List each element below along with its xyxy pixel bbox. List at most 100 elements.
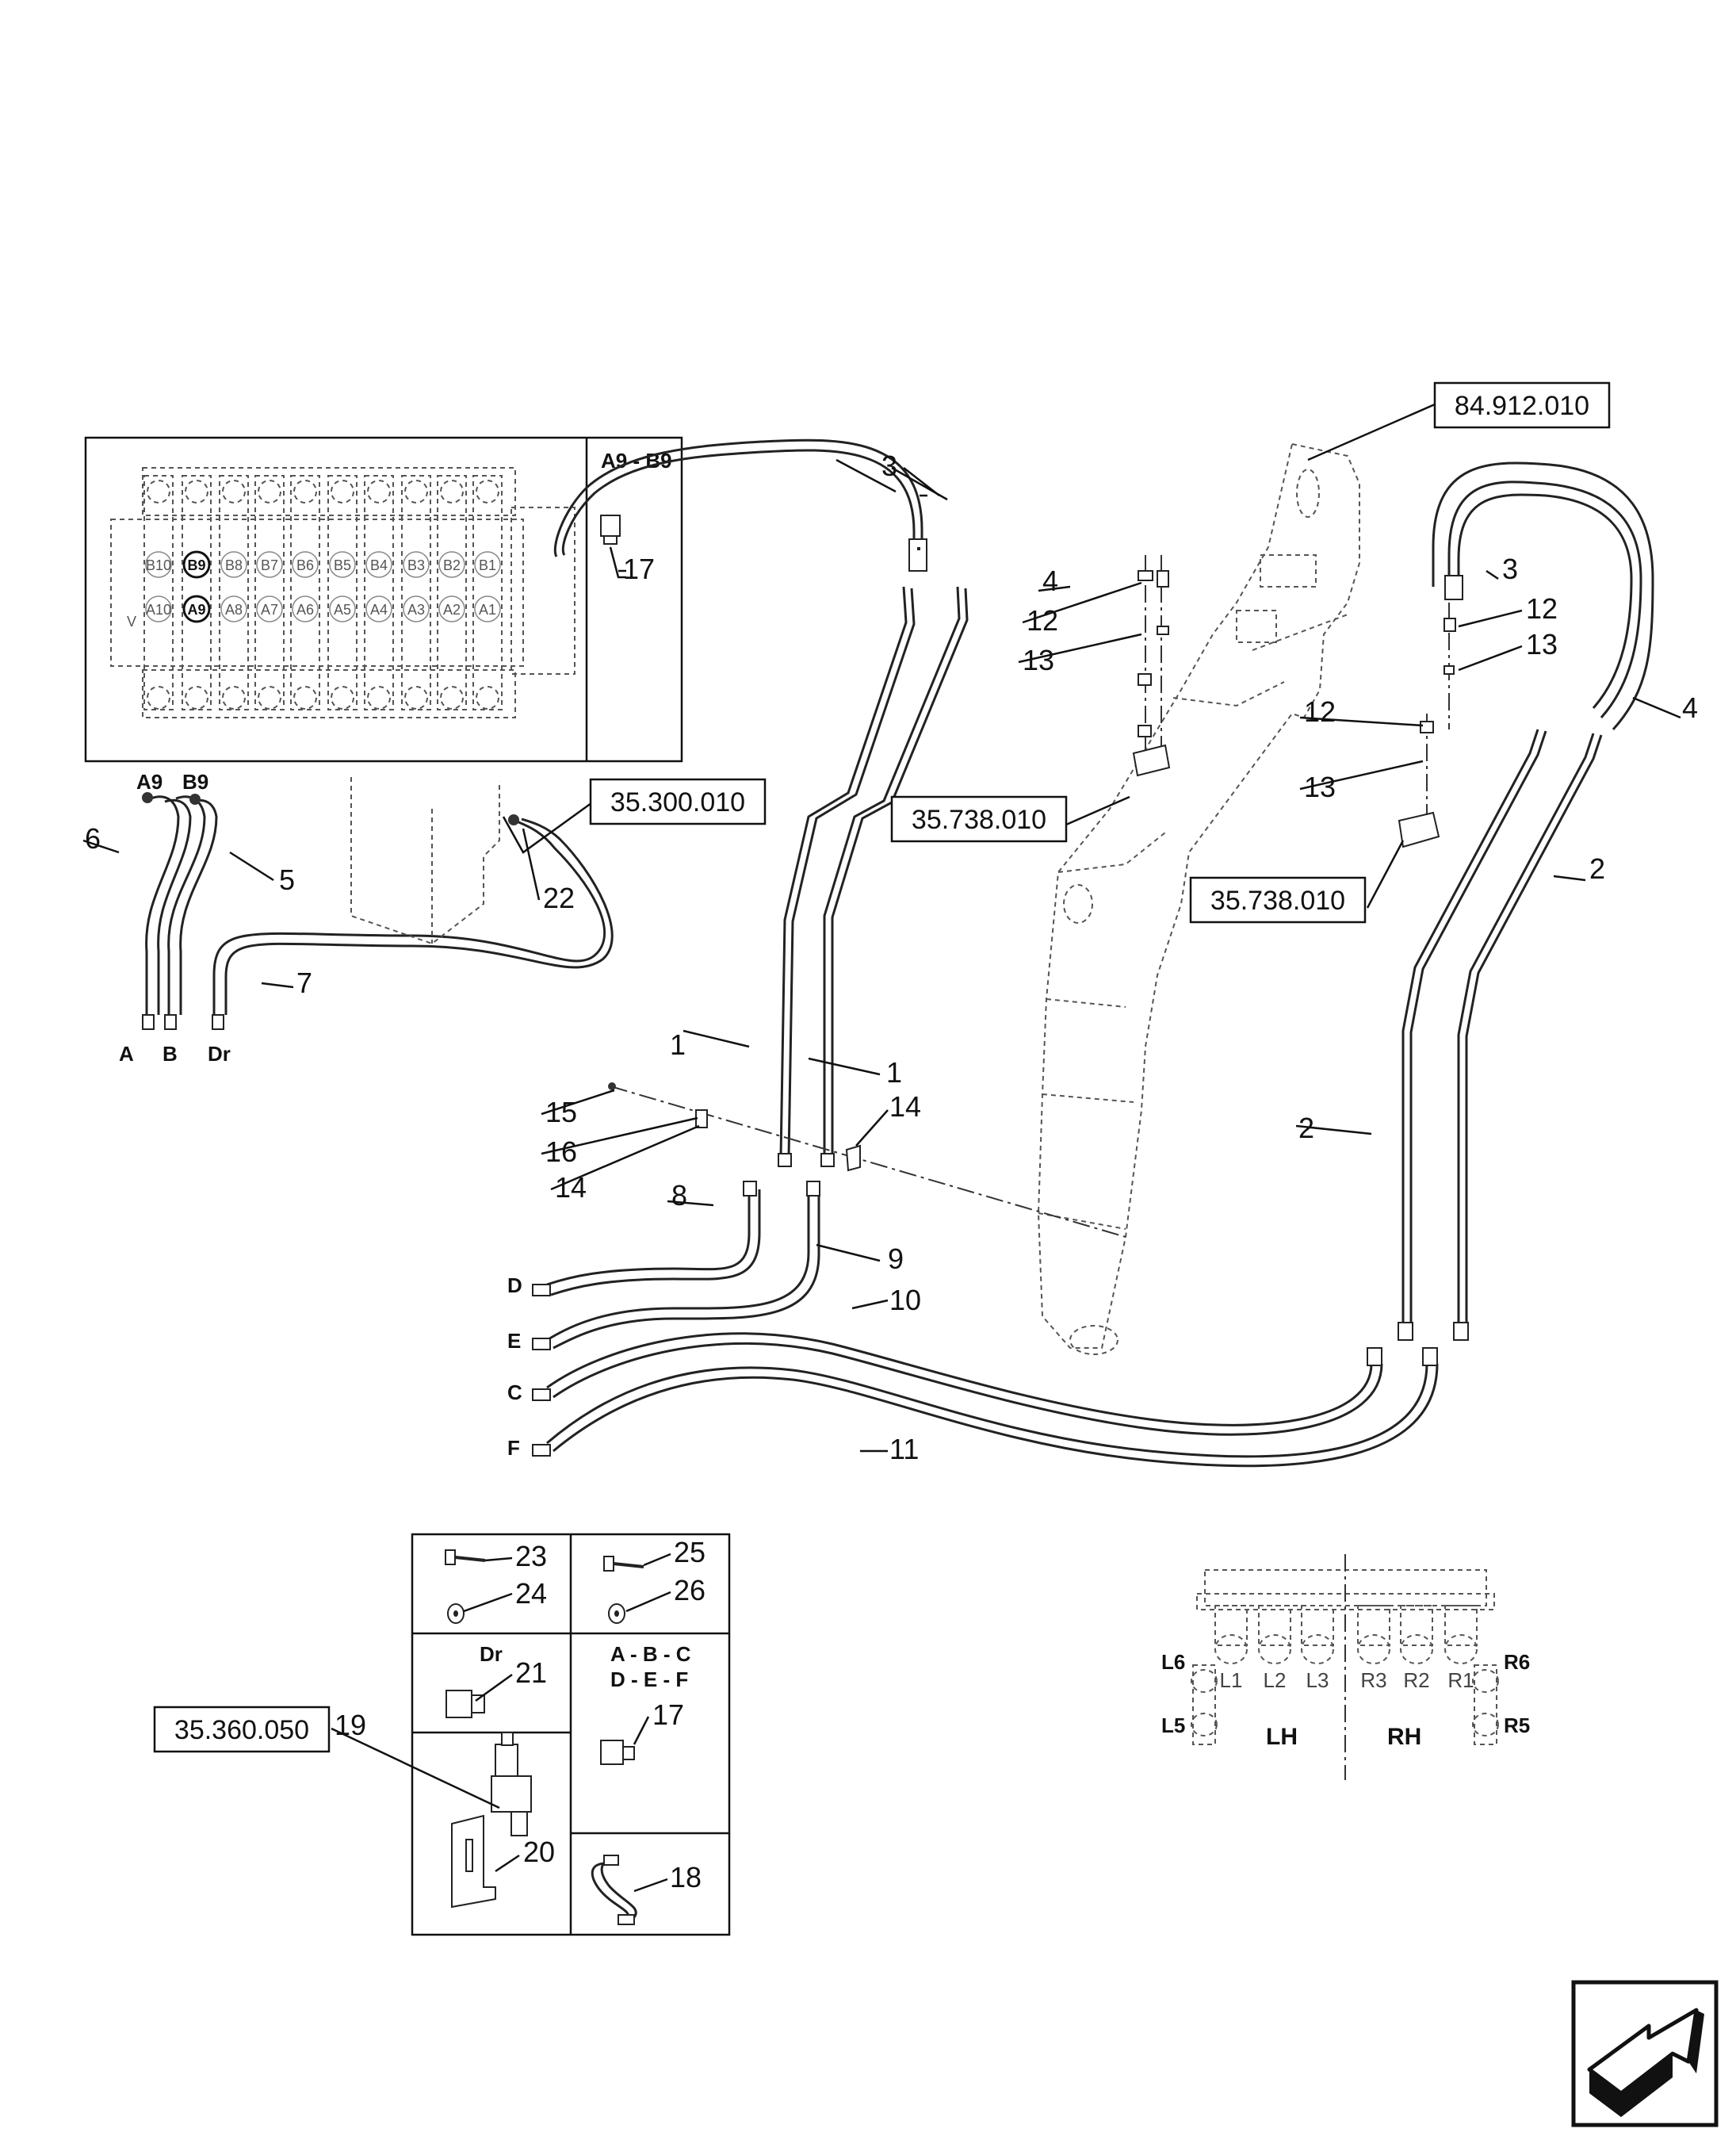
valve-port-A4	[365, 595, 392, 622]
valve-label-B2: B2	[443, 557, 461, 573]
callout-1: 1	[670, 1028, 686, 1061]
valve-port-B9	[182, 550, 211, 579]
callout-9: 9	[888, 1242, 904, 1275]
manifold-port-L3: L3	[1306, 1668, 1329, 1692]
valve-port-B10	[145, 551, 172, 578]
selector-valve-icon	[491, 1732, 532, 1836]
reference-box-35.738.010[interactable]: 35.738.010	[1189, 876, 1367, 924]
callout-leader-7	[261, 982, 294, 989]
callout-12: 12	[1526, 592, 1558, 625]
reference-box-35.360.050[interactable]: 35.360.050	[153, 1706, 331, 1753]
callout-leader-12	[1022, 581, 1142, 624]
valve-port-A5	[329, 595, 356, 622]
valve-label-A2: A2	[443, 602, 461, 618]
port-letter-D: D	[507, 1273, 522, 1297]
hose-end-top-A9: A9	[136, 770, 163, 794]
upper-left-tubes	[778, 586, 969, 1167]
callout-26: 26	[674, 1574, 705, 1606]
callout-leader-12	[1299, 716, 1424, 727]
hose-end-bottom-A: A	[119, 1042, 134, 1066]
callout-leader-5	[229, 851, 274, 882]
fitting-icon-2	[600, 1740, 635, 1765]
hoses-a9-b9-dr	[142, 777, 614, 1030]
callout-17: 17	[652, 1698, 684, 1731]
fitting-icon	[600, 515, 621, 545]
valve-port-A10	[145, 595, 172, 622]
valve-label-A8: A8	[225, 602, 243, 618]
callout-leader-8	[667, 1200, 714, 1207]
callout-leader-1	[808, 1057, 881, 1076]
callout-leader-21	[475, 1673, 513, 1702]
valve-label-A7: A7	[261, 602, 278, 618]
callout-5: 5	[279, 863, 295, 896]
callout-leader-13	[1299, 760, 1424, 791]
parts-kit-table: Dr A - B - C D - E - F	[411, 1533, 731, 1936]
reference-box-35.300.010[interactable]: 35.300.010	[589, 778, 767, 825]
manifold-r6: R6	[1504, 1650, 1530, 1674]
callout-leader-10	[851, 1299, 889, 1310]
callout-leader-16	[541, 1116, 698, 1155]
hose-end-bottom-B: B	[163, 1042, 178, 1066]
kit-dr-label: Dr	[480, 1642, 503, 1666]
valve-port-B3	[403, 551, 430, 578]
valve-label-A3: A3	[407, 602, 425, 618]
reference-box-84.912.010[interactable]: 84.912.010	[1433, 381, 1611, 429]
callout-leader-20	[495, 1854, 520, 1873]
port-letter-E: E	[507, 1329, 521, 1353]
control-valve-inset: B10A10B9A9B8A8B7A7B6A6B5A5B4A4B3A3B2A2B1…	[84, 436, 683, 763]
valve-label-B3: B3	[407, 557, 425, 573]
manifold-l6: L6	[1161, 1650, 1185, 1674]
valve-port-A3	[403, 595, 430, 622]
valve-label-A9: A9	[187, 602, 205, 618]
callout-leader-18	[633, 1878, 668, 1893]
callout-16: 16	[545, 1135, 577, 1168]
callout-23: 23	[515, 1540, 547, 1572]
valve-label-A4: A4	[370, 602, 388, 618]
inset-valve-v-label: V	[127, 614, 136, 630]
callout-8: 8	[671, 1179, 687, 1212]
callout-leader-23	[484, 1556, 513, 1562]
manifold-port-L1: L1	[1220, 1668, 1243, 1692]
valve-label-B8: B8	[225, 557, 243, 573]
callout-leader-4	[1038, 585, 1071, 592]
callout-leader-9	[816, 1243, 881, 1262]
upper-left-hoses	[553, 438, 969, 1167]
hose-end-bottom-Dr: Dr	[208, 1042, 231, 1066]
reference-box-35.738.010[interactable]: 35.738.010	[890, 795, 1068, 843]
kit-def-label: D - E - F	[610, 1667, 688, 1691]
callout-4: 4	[1042, 565, 1058, 597]
valve-label-A5: A5	[334, 602, 351, 618]
callout-2: 2	[1589, 852, 1605, 885]
valve-port-A9	[182, 595, 211, 623]
callout-13: 13	[1304, 771, 1336, 803]
callout-6: 6	[85, 822, 101, 855]
valve-label-B9: B9	[187, 557, 205, 573]
callout-3: 3	[881, 450, 897, 482]
valve-label-B7: B7	[261, 557, 278, 573]
svg-text:35.360.050: 35.360.050	[174, 1715, 309, 1745]
callout-leader-3	[903, 467, 940, 496]
washer-icon	[447, 1603, 465, 1624]
valve-label-B4: B4	[370, 557, 388, 573]
callout-leader-25	[643, 1553, 671, 1567]
valve-port-A7	[256, 595, 283, 622]
svg-text:35.738.010: 35.738.010	[1210, 886, 1345, 916]
valve-port-B7	[256, 551, 283, 578]
svg-text:84.912.010: 84.912.010	[1455, 391, 1589, 421]
callout-12: 12	[1027, 604, 1058, 637]
valve-port-B2	[438, 551, 465, 578]
callout-2: 2	[1298, 1112, 1314, 1144]
valve-port-A8	[220, 595, 247, 622]
callout-14: 14	[555, 1171, 587, 1204]
manifold-port-R1: R1	[1447, 1668, 1474, 1692]
callout-leader-24	[463, 1592, 513, 1613]
valve-label-B1: B1	[479, 557, 496, 573]
manifold-r5: R5	[1504, 1713, 1530, 1737]
upper-right-hoses	[1398, 461, 1654, 1341]
callout-21: 21	[515, 1656, 547, 1689]
next-page-arrow-icon[interactable]	[1571, 1980, 1719, 2127]
manifold-port-L2: L2	[1264, 1668, 1287, 1692]
manifold-lh-label: LH	[1266, 1724, 1298, 1750]
callout-leader-2	[1295, 1124, 1372, 1135]
bolt-icon-2	[603, 1556, 644, 1572]
